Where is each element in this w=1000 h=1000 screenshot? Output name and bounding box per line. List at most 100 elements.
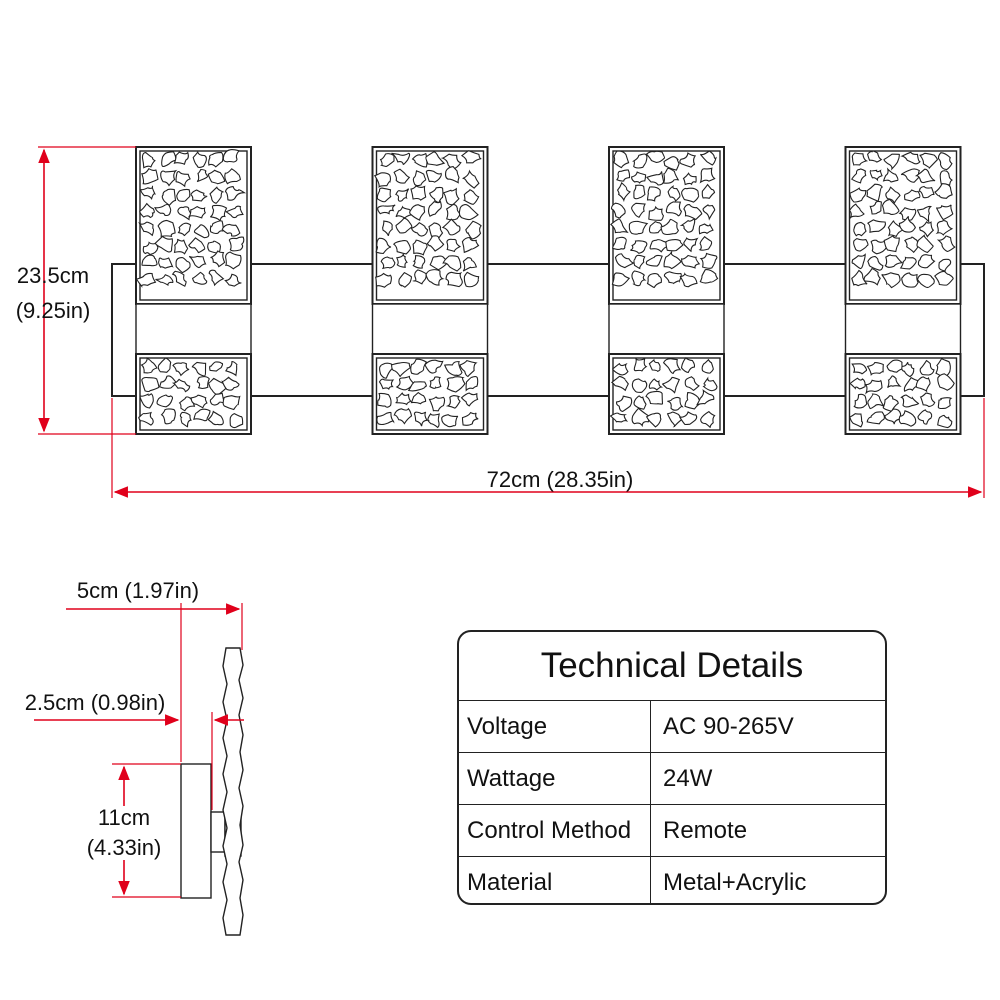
row-key: Material [459,857,651,903]
shade-pattern-cutout [700,410,716,429]
width-dimension: 72cm (28.35in) [111,398,985,498]
shade-pattern-cutout [410,391,427,405]
shade-pattern-cutout [887,375,902,389]
shade-pattern-cutout [898,207,917,221]
height-label-in: (9.25in) [16,298,91,323]
shade-pattern-cutout [425,169,442,183]
shade-pattern-cutout [378,378,395,390]
shade-pattern-cutout [934,183,953,199]
shade-pattern-cutout [190,189,208,202]
shade-pattern-cutout [633,184,646,200]
shade-pattern-cutout [881,198,900,215]
shade-pattern-cutout [663,156,680,171]
shade-pattern-cutout [222,395,241,411]
shade-pattern-cutout [409,204,426,221]
shade-light-gap [608,303,725,355]
shade-pattern-cutout [699,252,718,269]
shade-pattern-cutout [884,254,904,268]
shade-pattern-cutout [377,392,392,408]
shade-pattern-cutout [614,253,635,269]
shade-pattern-cutout [461,411,479,426]
shade-pattern-cutout [395,392,412,406]
shade-pattern-cutout [441,414,459,428]
backplate-label: 11cm [98,805,150,830]
shade-pattern-cutout [208,269,225,287]
shade-pattern-cutout [141,376,160,393]
row-key: Voltage [459,701,651,752]
shade-pattern-cutout [884,408,902,425]
shade-pattern-cutout [373,172,392,188]
shade-pattern-cutout [393,407,413,425]
shade-pattern-cutout [139,202,155,219]
shade-pattern-cutout [663,251,682,270]
shade-pattern-cutout [210,250,226,268]
shade-pattern-cutout [465,220,482,240]
shade-pattern-cutout [904,236,919,254]
shade-pattern-cutout [702,376,718,392]
shade-pattern-cutout [917,254,936,269]
table-row: Wattage 24W [459,753,885,805]
row-value: AC 90-265V [663,712,794,740]
shade-pattern-cutout [173,151,189,165]
shades-group [135,146,962,435]
mounting-bar [111,263,985,397]
shade-pattern-cutout [886,359,905,373]
shade-pattern-cutout [391,152,411,165]
shade-pattern-cutout [393,168,411,184]
shade-pattern-cutout [376,187,392,203]
shade-pattern-cutout [157,357,172,373]
shade-pattern-cutout [225,360,238,377]
shade-pattern-cutout [172,362,190,377]
shade-pattern-cutout [683,237,699,253]
shade-pattern-cutout [445,395,461,409]
shade-pattern-cutout [428,396,446,412]
shade-pattern-cutout [224,168,241,185]
shade-pattern-cutout [139,393,154,409]
row-key: Control Method [459,805,651,856]
shade-pattern-cutout [461,236,480,254]
shade-pattern-cutout [849,377,866,390]
shade-pattern-cutout [680,357,696,374]
shade-pattern-cutout [916,234,934,253]
shade-pattern-cutout [407,381,427,392]
shade-pattern-cutout [917,409,933,425]
shade-pattern-cutout [919,152,938,170]
shade-pattern-cutout [443,361,463,377]
shade-pattern-cutout [410,358,428,375]
shade-pattern-cutout [228,236,245,252]
shade-pattern-cutout [881,272,901,289]
shade-pattern-cutout [610,218,629,234]
shade-pattern-cutout [661,167,680,184]
shade-pattern-cutout [919,392,936,408]
shade-pattern-cutout [209,220,224,235]
shade-pattern-cutout [681,187,700,203]
shade-pattern-cutout [866,362,884,377]
shade-pattern-cutout [377,204,396,215]
shade-pattern-cutout [887,220,905,238]
shade-pattern-cutout [462,169,480,189]
shade-pattern-cutout [140,185,156,200]
shade-pattern-cutout [222,149,240,163]
shade-pattern-cutout [442,255,462,272]
shade-pattern-cutout [699,150,717,166]
shade-pattern-cutout [610,375,629,392]
shade-pattern-cutout [848,203,865,219]
shade-pattern-cutout [611,272,631,287]
side-backplate [180,763,212,899]
shade-pattern-cutout [175,171,191,188]
shade-pattern-cutout [410,185,427,201]
shade-pattern-cutout [209,186,225,204]
shade-pattern-cutout [628,220,649,235]
height-label: 23.5cm [17,263,89,288]
shade-pattern-cutout [885,186,901,205]
shade-pattern-cutout [158,257,174,269]
shade-pattern-cutout [179,411,193,428]
shade-pattern-cutout [154,203,172,217]
shade-pattern-cutout [176,188,191,202]
shade-pattern-cutout [701,358,714,374]
lamp-shade [371,146,489,435]
shade-pattern-cutout [649,239,668,253]
shade-pattern-cutout [645,254,663,267]
shade-pattern-cutout [678,411,698,426]
shade-pattern-cutout [208,152,224,168]
